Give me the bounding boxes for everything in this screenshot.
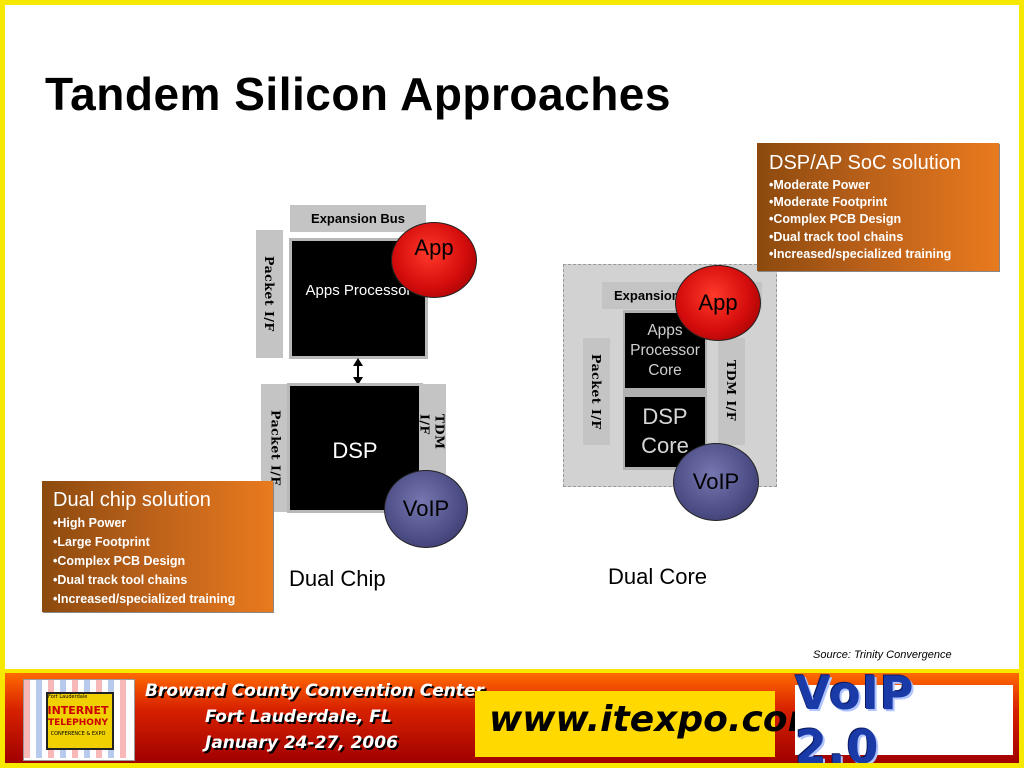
voip-circle-soc: VoIP <box>673 443 759 521</box>
packet-if-bar-top: Packet I/F <box>256 230 283 358</box>
source-note: Source: Trinity Convergence <box>813 649 952 661</box>
list-item: •Dual track tool chains <box>53 573 188 587</box>
slide-title: Tandem Silicon Approaches <box>45 68 671 120</box>
list-item: •Moderate Footprint <box>769 195 888 210</box>
dual-chip-heading: Dual chip solution <box>53 489 211 511</box>
footer-url[interactable]: www.itexpo.com <box>489 699 826 740</box>
apps-processor-core: Apps Processor Core <box>625 313 705 388</box>
list-item: •Dual track tool chains <box>769 229 904 244</box>
voip-2-badge: VoIP 2.0 <box>795 673 1013 763</box>
footer-city: Fort Lauderdale, FL <box>205 707 392 727</box>
expansion-bus-bar: Expansion Bus <box>290 205 426 232</box>
tdm-if-bar-soc: TDM I/F <box>718 338 745 445</box>
packet-if-bar-soc: Packet I/F <box>583 338 610 445</box>
list-item: •Complex PCB Design <box>53 554 186 568</box>
logo-line: CONFERENCE & EXPO <box>50 731 106 737</box>
slide-body: Tandem Silicon Approaches Expansion Bus … <box>5 5 1019 669</box>
bidirectional-arrow-icon <box>353 358 363 385</box>
footer-venue: Broward County Convention Center <box>145 681 484 701</box>
app-circle: App <box>391 222 477 298</box>
voip-circle: VoIP <box>384 470 468 548</box>
list-item: •High Power <box>53 516 127 530</box>
soc-heading: DSP/AP SoC solution <box>769 152 961 174</box>
list-item: •Moderate Power <box>769 178 870 192</box>
app-circle-soc: App <box>675 265 761 341</box>
logo-line: Fort Lauderdale <box>48 694 88 700</box>
tdm-if-bar: TDM I/F <box>418 384 448 474</box>
list-item: •Increased/specialized training <box>769 246 952 261</box>
list-item: •Increased/specialized training <box>53 592 236 606</box>
list-item: •Complex PCB Design <box>769 212 902 227</box>
url-strip <box>475 691 775 757</box>
conference-logo: Fort Lauderdale INTERNET TELEPHONY CONFE… <box>23 679 135 761</box>
logo-line: TELEPHONY <box>48 718 108 728</box>
footer-banner: Fort Lauderdale INTERNET TELEPHONY CONFE… <box>5 673 1019 763</box>
list-item: •Large Footprint <box>53 535 150 549</box>
footer-dates: January 24-27, 2006 <box>205 733 398 753</box>
soc-solution-box: DSP/AP SoC solution •Moderate Power •Mod… <box>757 143 999 271</box>
logo-line: INTERNET <box>47 704 109 717</box>
dual-chip-caption: Dual Chip <box>289 566 386 591</box>
dual-core-caption: Dual Core <box>608 564 708 589</box>
dual-chip-solution-box: Dual chip solution •High Power •Large Fo… <box>42 481 273 612</box>
voip-2-text: VoIP 2.0 <box>795 673 915 763</box>
